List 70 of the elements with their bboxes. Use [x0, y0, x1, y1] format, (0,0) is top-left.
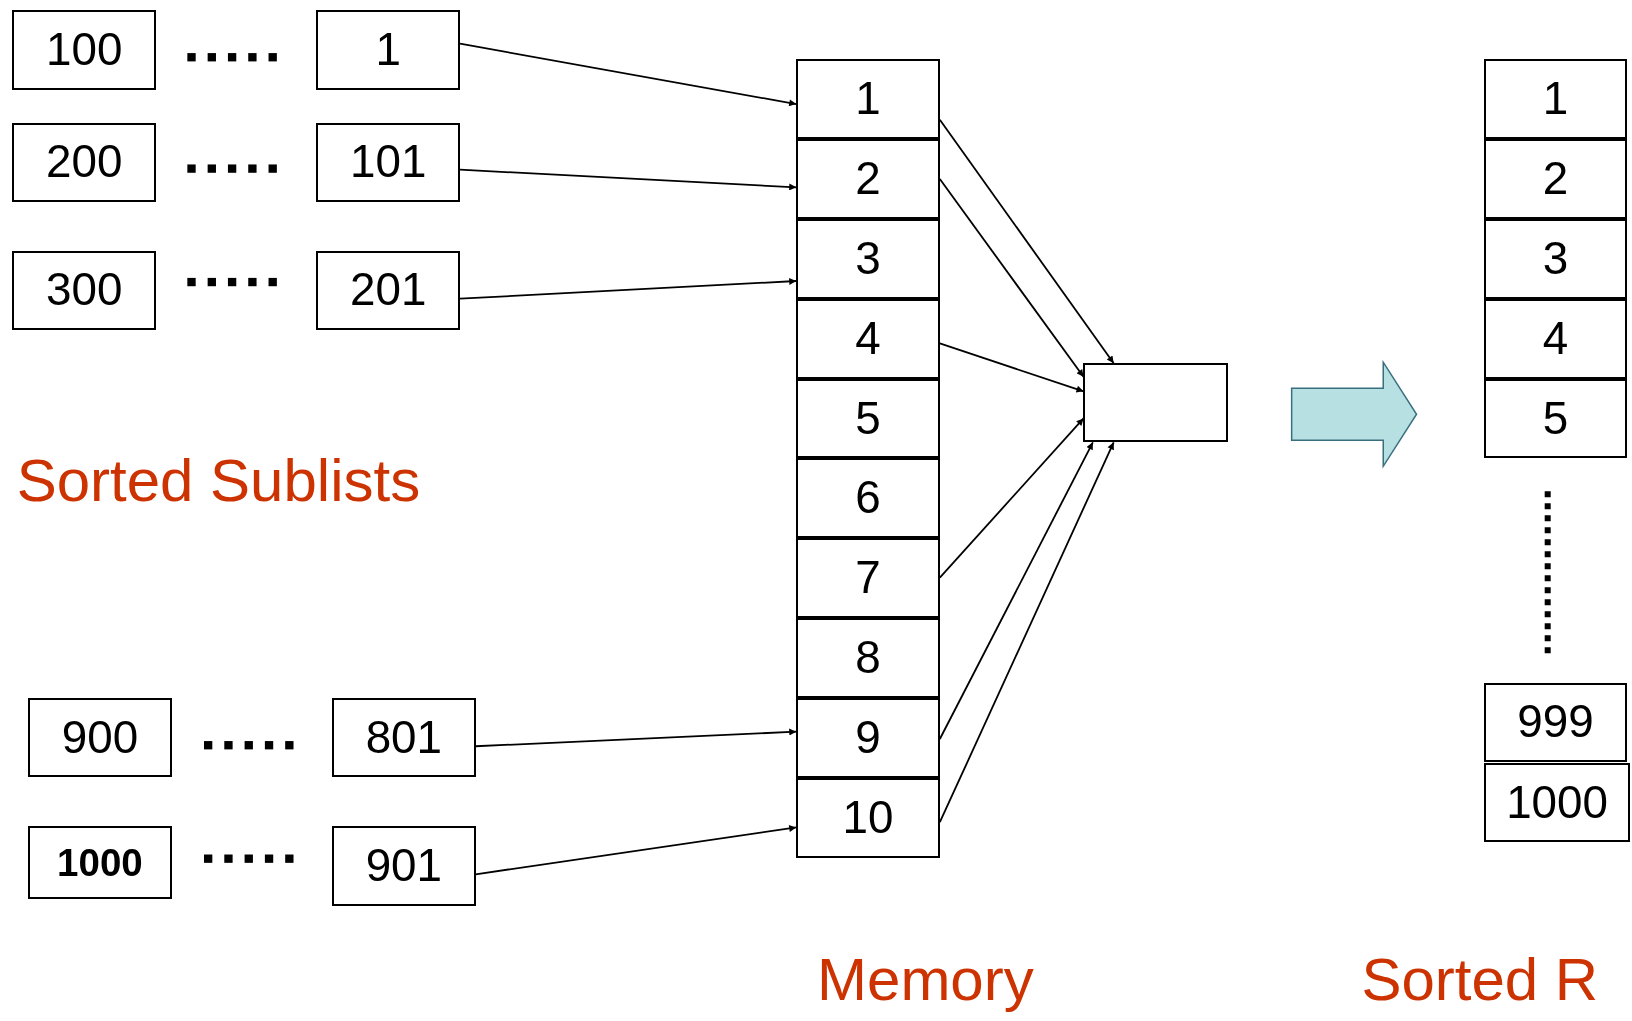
cell-value: 201 — [350, 267, 427, 314]
cell-value: 1 — [855, 76, 881, 123]
arrow — [459, 277, 798, 300]
memory-cell — [796, 59, 940, 140]
list-box — [12, 250, 157, 330]
cell-value: 6 — [855, 475, 881, 522]
cell-value: 9 — [855, 715, 881, 761]
cell-value: 1000 — [1506, 779, 1608, 826]
cell-value: 100 — [46, 27, 123, 73]
cell-value: 1 — [375, 27, 401, 73]
cell-value: 200 — [46, 139, 123, 186]
cell-value: 4 — [855, 315, 881, 362]
memory-cell — [796, 219, 940, 299]
list-box — [316, 10, 461, 90]
cell-value: 8 — [855, 635, 881, 681]
arrow — [938, 118, 1115, 365]
arrow — [938, 441, 1115, 824]
cell-value: 1 — [1542, 76, 1569, 123]
list-box — [28, 698, 172, 778]
result-cell — [1484, 378, 1627, 459]
memory-cell — [796, 777, 940, 858]
cell-value: 101 — [350, 139, 427, 186]
result-cell — [1484, 298, 1627, 379]
list-box — [12, 10, 157, 90]
cell-value: 2 — [855, 156, 881, 202]
cell-value: 5 — [855, 395, 881, 442]
memory-cell — [796, 298, 940, 379]
memory-cell — [796, 618, 940, 698]
memory-cell — [796, 697, 940, 778]
cell-value: 3 — [855, 236, 881, 282]
cell-value: 7 — [855, 555, 881, 602]
caption-label: Sorted R — [1361, 947, 1599, 1014]
cell-value: 1000 — [57, 843, 143, 883]
caption-label: Sorted Sublists — [16, 447, 421, 514]
memory-cell — [796, 538, 940, 619]
result-cell — [1484, 762, 1630, 842]
arrow — [474, 728, 798, 748]
memory-cell — [796, 458, 940, 539]
caption-label: Memory — [817, 947, 1034, 1014]
cell-value: 4 — [1542, 315, 1569, 362]
output-buffer-box — [1083, 363, 1229, 443]
list-box — [316, 250, 461, 330]
arrow — [474, 825, 798, 876]
cell-value: 5 — [1542, 395, 1569, 442]
memory-cell — [796, 378, 940, 459]
block-arrow — [1290, 359, 1418, 469]
cell-value: 2 — [1542, 156, 1569, 202]
result-cell — [1484, 59, 1627, 140]
memory-cell — [796, 139, 940, 219]
cell-value: 10 — [842, 794, 894, 841]
cell-value: 801 — [365, 715, 442, 761]
result-cell — [1484, 219, 1627, 299]
result-cell — [1484, 682, 1627, 762]
cell-value: 300 — [46, 267, 123, 314]
arrow — [459, 168, 798, 191]
arrow — [938, 178, 1085, 378]
list-box — [332, 826, 476, 906]
list-box — [332, 698, 476, 778]
cell-value: 999 — [1517, 699, 1594, 746]
result-cell — [1484, 139, 1627, 219]
arrow — [938, 342, 1085, 393]
cell-value: 901 — [365, 843, 442, 889]
cell-value: 3 — [1542, 236, 1569, 282]
arrow — [938, 417, 1085, 579]
list-box — [316, 122, 461, 202]
arrow — [938, 441, 1094, 740]
list-box — [28, 826, 172, 900]
arrow — [459, 42, 798, 107]
list-box — [12, 122, 157, 202]
cell-value: 900 — [61, 715, 139, 761]
